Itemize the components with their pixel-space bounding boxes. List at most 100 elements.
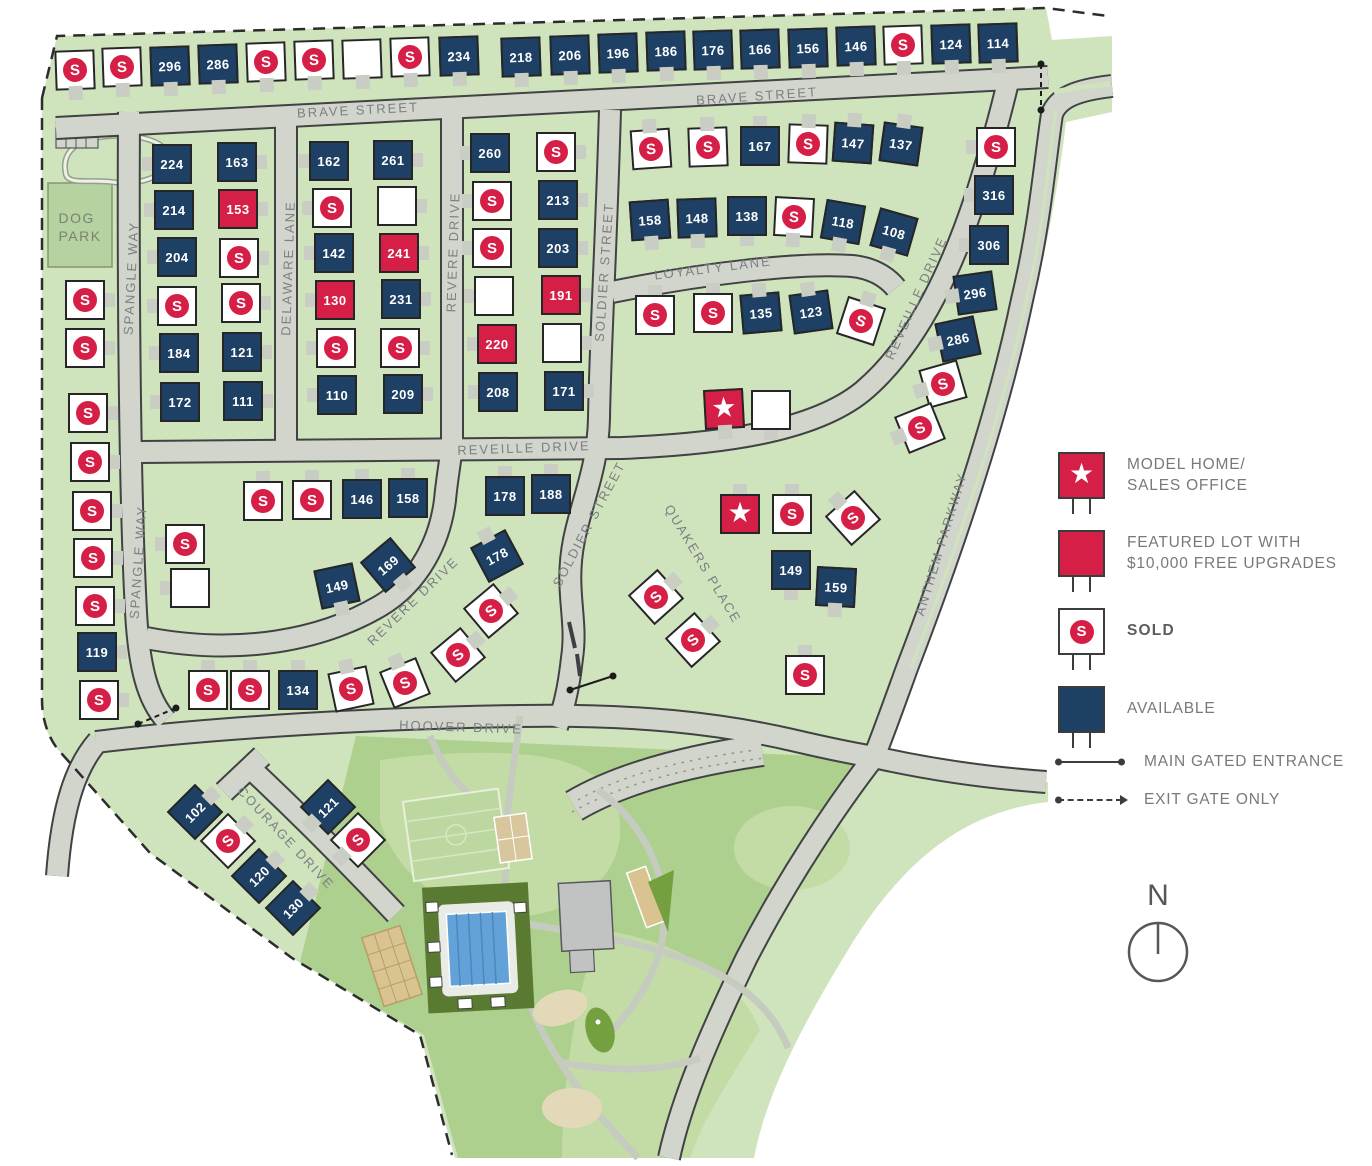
driveway-stub xyxy=(514,72,530,88)
lot-sold: S xyxy=(912,359,968,409)
lot-sold: S xyxy=(462,582,520,640)
lot-available-119: 119 xyxy=(77,632,127,672)
lot-available-163: 163 xyxy=(217,142,267,182)
legend-label: MAIN GATED ENTRANCE xyxy=(1144,753,1345,770)
lot-number: 241 xyxy=(387,245,411,261)
lot-available-142: 142 xyxy=(304,233,354,273)
driveway-stub xyxy=(304,246,318,260)
lot-sold: S xyxy=(635,285,675,335)
sold-badge-icon: S xyxy=(300,488,324,512)
lot-available-158: 158 xyxy=(628,198,672,251)
lot-number: 119 xyxy=(85,644,109,660)
driveway-stub xyxy=(753,116,767,130)
lot-sold: S xyxy=(54,49,96,101)
driveway-stub xyxy=(764,426,778,440)
lot-number: 134 xyxy=(286,682,310,698)
lot-number: 296 xyxy=(962,283,988,303)
driveway-stub xyxy=(305,470,319,484)
lot-sold: S xyxy=(292,470,332,520)
driveway-stub xyxy=(106,455,120,469)
playground xyxy=(648,870,674,932)
sold-badge-icon: S xyxy=(87,688,111,712)
lot-available-286: 286 xyxy=(197,43,239,95)
lot-sold: S xyxy=(536,132,586,172)
sold-badge-icon: S xyxy=(109,54,135,80)
lot-sold: S xyxy=(389,36,431,88)
driveway-stub xyxy=(498,586,519,607)
lot-number: 231 xyxy=(389,291,413,307)
legend-label: EXIT GATE ONLY xyxy=(1144,791,1281,808)
lot-number: 306 xyxy=(977,237,1001,253)
lot-number: 178 xyxy=(483,543,511,569)
lot-available-148: 148 xyxy=(676,197,718,249)
sold-badge-icon: S xyxy=(780,502,804,526)
driveway-stub xyxy=(577,288,591,302)
sold-swatch: S xyxy=(1058,608,1105,670)
driveway-stub xyxy=(101,341,115,355)
driveway-stub xyxy=(879,245,897,263)
driveway-stub xyxy=(944,59,960,75)
exit-gate-top-right xyxy=(1037,60,1045,114)
driveway-stub xyxy=(801,63,817,79)
driveway-stub xyxy=(419,387,433,401)
legend-row-entrance: MAIN GATED ENTRANCE xyxy=(1055,752,1345,773)
sign-legs xyxy=(1072,498,1091,514)
sold-badge-icon: S xyxy=(173,532,197,556)
lot-available-167: 167 xyxy=(740,116,780,166)
lot-available-178: 178 xyxy=(485,466,525,516)
pool-complex xyxy=(421,882,535,1014)
lot-sold: S xyxy=(101,46,143,98)
lot-sold: S xyxy=(302,188,352,228)
lot-number: 260 xyxy=(478,145,502,161)
lot-sold: S xyxy=(221,283,271,323)
driveway-stub xyxy=(255,251,269,265)
driveway-stub xyxy=(111,599,125,613)
driveway-stub xyxy=(991,58,1007,74)
lot-number: 102 xyxy=(181,798,209,826)
lot-sold: S xyxy=(787,113,829,165)
lot-available-208: 208 xyxy=(468,372,518,412)
lot-sold: S xyxy=(629,118,673,171)
lot-sold: S xyxy=(65,328,115,368)
lot-number: 135 xyxy=(748,304,774,322)
lot-available-149: 149 xyxy=(771,550,811,600)
lot-available-178: 178 xyxy=(469,526,525,584)
driveway-stub xyxy=(611,68,627,84)
sold-badge-icon: S xyxy=(76,401,100,425)
sold-badge-icon: S xyxy=(793,663,817,687)
lot-number: 171 xyxy=(552,383,576,399)
lot-sold: S xyxy=(230,660,270,710)
sold-badge-icon: S xyxy=(78,450,102,474)
lot-available-213: 213 xyxy=(538,180,588,220)
lot-available-137: 137 xyxy=(878,113,924,167)
driveway-stub xyxy=(740,232,754,246)
driveway-stub xyxy=(859,290,877,308)
lot-sold: S xyxy=(306,328,356,368)
driveway-stub xyxy=(401,468,415,482)
lot-available-135: 135 xyxy=(739,282,783,335)
model-home-star-icon: ★ xyxy=(727,496,753,528)
lot-unlabeled xyxy=(542,323,592,363)
lot-sold: S xyxy=(627,568,685,626)
driveway-stub xyxy=(259,77,275,93)
driveway-stub xyxy=(563,70,579,86)
sold-badge-icon: S xyxy=(229,291,253,315)
lot-sold: S xyxy=(327,658,375,713)
lot-number: 123 xyxy=(798,302,824,322)
driveway-stub xyxy=(706,283,720,297)
driveway-stub xyxy=(355,74,371,90)
sign-legs xyxy=(1072,732,1091,748)
driveway-stub xyxy=(234,814,255,835)
sold-badge-icon: S xyxy=(480,189,504,213)
sold-badge-icon: S xyxy=(80,499,104,523)
lot-available-296: 296 xyxy=(149,45,191,97)
driveway-stub xyxy=(299,881,320,902)
lot-available-158: 158 xyxy=(388,468,428,518)
lot-unlabeled xyxy=(377,186,427,226)
sold-badge-icon: S xyxy=(904,412,936,444)
sold-badge-icon: S xyxy=(544,140,568,164)
driveway-stub xyxy=(648,285,662,299)
entrance-line-icon xyxy=(1055,758,1125,766)
driveway-stub xyxy=(256,471,270,485)
